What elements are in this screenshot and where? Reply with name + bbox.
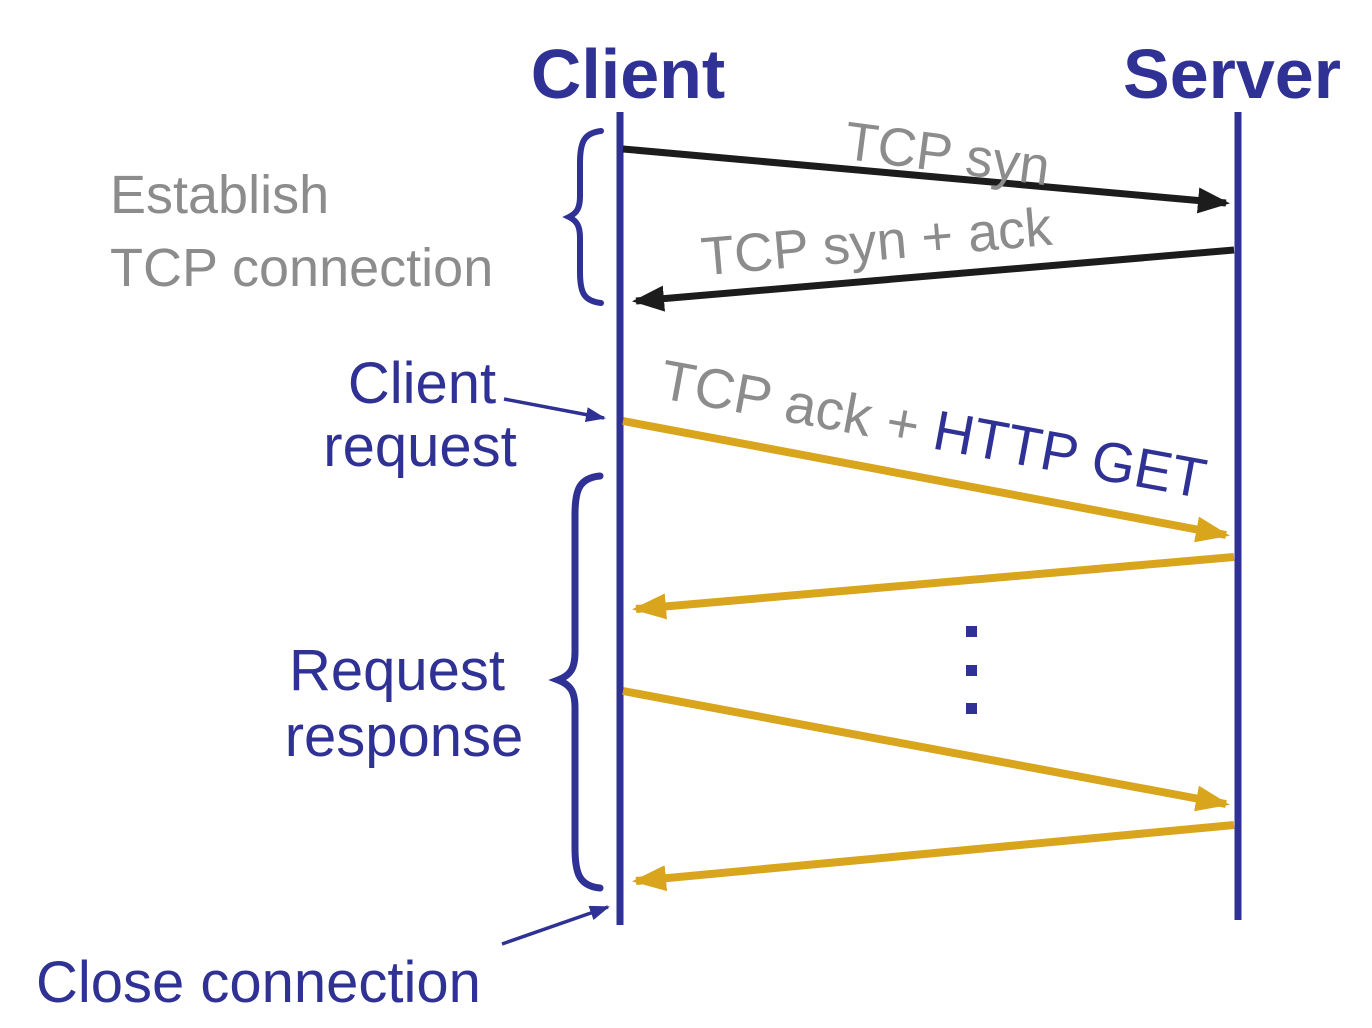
ellipsis-dots xyxy=(966,626,977,714)
request-response-brace xyxy=(548,472,604,892)
request-arrow-2 xyxy=(622,687,1230,812)
response-arrow-2 xyxy=(632,821,1235,892)
client-request-pointer-arrow xyxy=(503,397,606,423)
client-title: Client xyxy=(531,35,725,113)
tcp-syn-ack-label: TCP syn + ack xyxy=(699,197,1056,288)
tcp-syn-ack-arrow xyxy=(632,246,1235,312)
tcp-syn-arrow xyxy=(622,145,1230,214)
ellipsis-dot xyxy=(966,703,977,714)
server-title: Server xyxy=(1123,35,1341,113)
ellipsis-dot xyxy=(966,626,977,637)
client-request-label-line2: request xyxy=(323,414,516,479)
establish-brace xyxy=(562,128,604,306)
tcp-ack-http-get-arrow xyxy=(622,417,1230,543)
request-response-label-line2: response xyxy=(285,704,524,769)
tcp-ack-http-get-label: TCP ack + HTTP GET xyxy=(656,347,1212,510)
tcp-ack-label-part: TCP ack + xyxy=(656,347,940,460)
client-request-label-line1: Client xyxy=(348,351,496,416)
tcp-syn-label: TCP syn xyxy=(841,111,1053,197)
request-response-label-line1: Request xyxy=(289,638,505,703)
close-connection-pointer-arrow xyxy=(501,905,610,946)
response-arrow-1 xyxy=(632,553,1235,620)
establish-label-line1: Establish xyxy=(110,165,329,225)
close-connection-label: Close connection xyxy=(36,950,481,1015)
ellipsis-dot xyxy=(966,665,977,676)
http-get-label-part: HTTP GET xyxy=(929,398,1212,510)
establish-label-line2: TCP connection xyxy=(110,238,493,298)
